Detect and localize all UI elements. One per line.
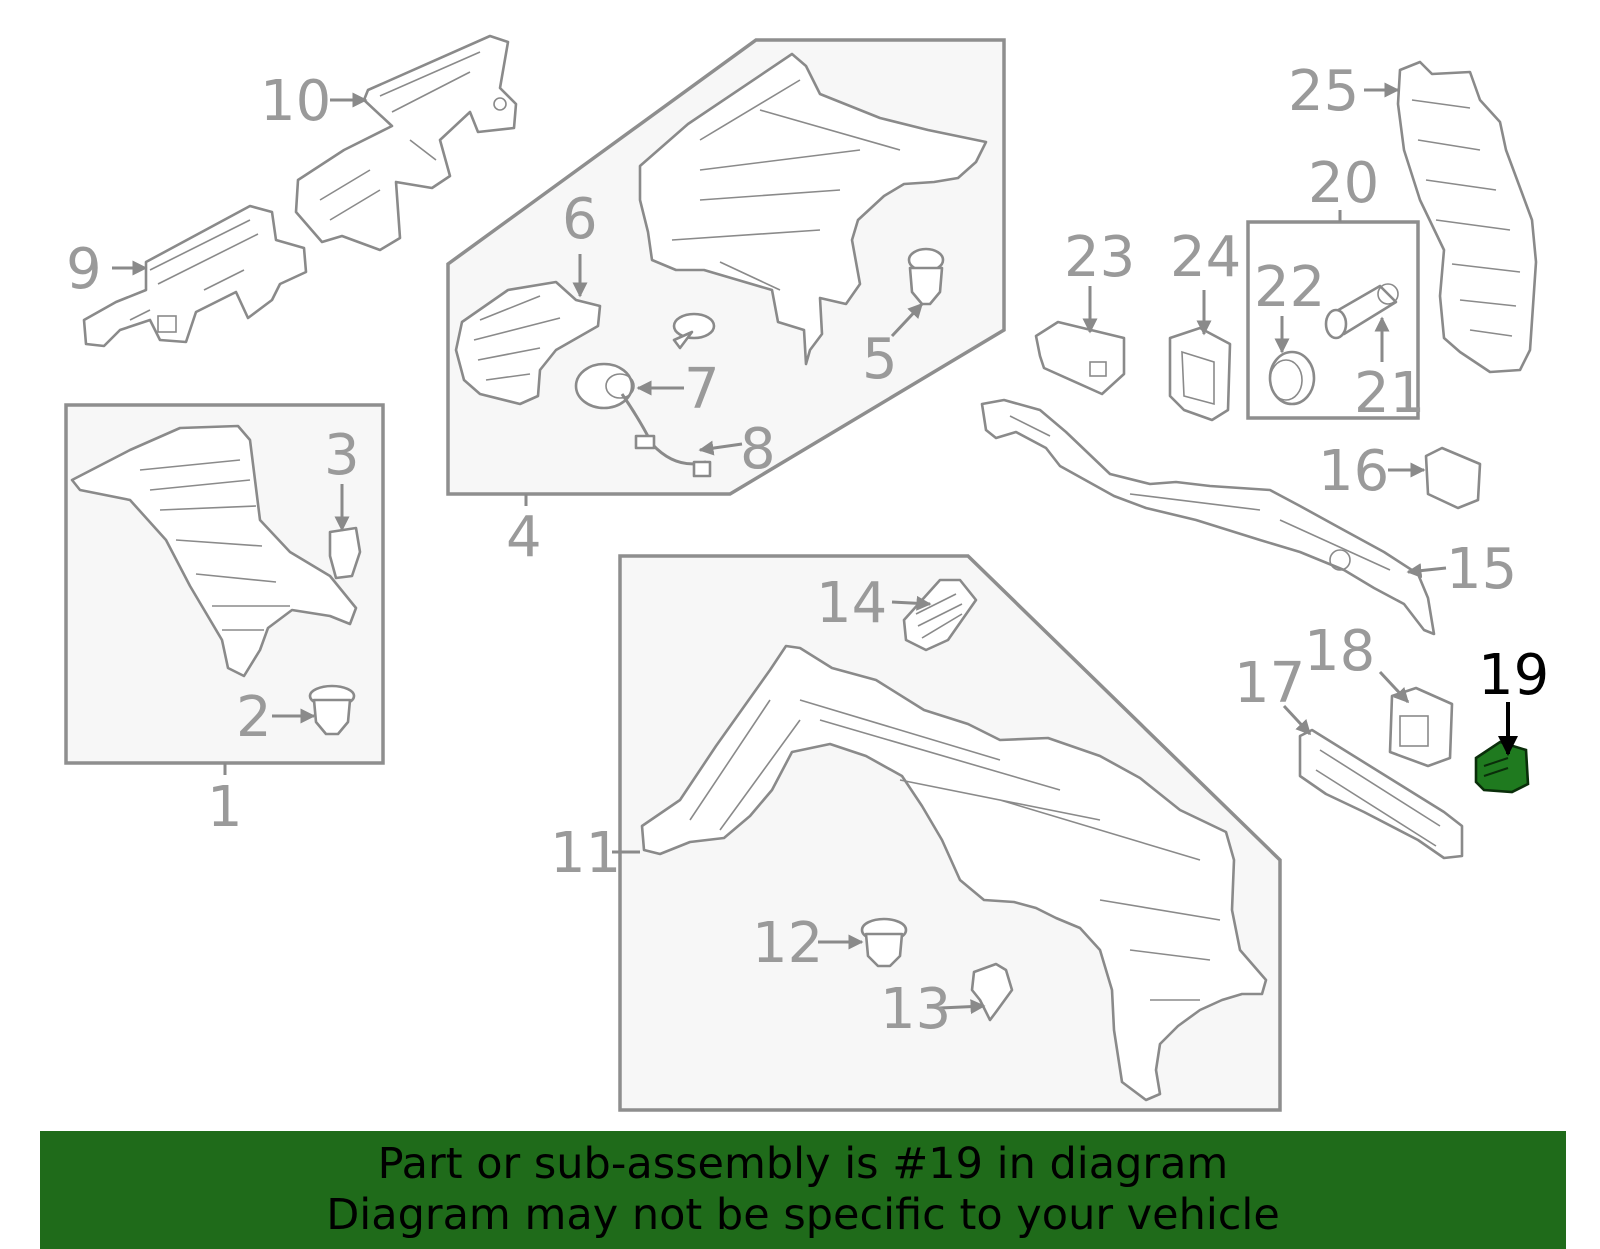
callout-19: 19 xyxy=(1478,643,1549,708)
parts-diagram: 1 2 3 4 5 6 7 8 9 10 11 12 13 14 15 16 1… xyxy=(64,34,1549,1112)
callout-22: 22 xyxy=(1254,255,1325,320)
callout-17: 17 xyxy=(1234,651,1305,716)
part-13-clip xyxy=(970,962,1014,1022)
part-5-clip xyxy=(907,247,945,306)
callout-4: 4 xyxy=(506,505,542,570)
callout-5: 5 xyxy=(862,327,898,392)
callout-20: 20 xyxy=(1308,151,1379,216)
callout-7: 7 xyxy=(684,357,720,422)
callout-14: 14 xyxy=(816,571,887,636)
callout-18: 18 xyxy=(1304,619,1375,684)
part-21-socket xyxy=(1324,283,1399,340)
part-9-bracket xyxy=(82,204,308,348)
callout-8: 8 xyxy=(740,417,776,482)
part-11-wheelhouse xyxy=(640,644,1268,1102)
callout-15: 15 xyxy=(1446,537,1517,602)
info-banner: Part or sub-assembly is #19 in diagram D… xyxy=(40,1131,1566,1249)
part-15-rail xyxy=(980,398,1436,636)
part-24-cover xyxy=(1168,326,1232,422)
part-18-switch xyxy=(1388,686,1454,768)
callout-11: 11 xyxy=(550,821,621,886)
callout-16: 16 xyxy=(1318,439,1389,504)
part-8-harness xyxy=(620,393,712,478)
part-4-housing xyxy=(638,52,988,366)
leader-arrows xyxy=(112,82,1447,1015)
part-16-clip xyxy=(1424,446,1482,510)
part-2-clip xyxy=(308,684,356,736)
banner-line-disclaimer: Diagram may not be specific to your vehi… xyxy=(326,1190,1280,1240)
part-1-trim-panel xyxy=(70,424,358,678)
part-17-bracket xyxy=(1298,728,1464,860)
part-7-grommet xyxy=(574,312,716,410)
part-14-vent xyxy=(902,578,978,652)
part-12-clip xyxy=(860,917,908,968)
callout-2: 2 xyxy=(236,685,272,750)
callout-1: 1 xyxy=(207,775,243,840)
callout-labels: 1 2 3 4 5 6 7 8 9 10 11 12 13 14 15 16 1… xyxy=(66,59,1549,1042)
banner-line-part: Part or sub-assembly is #19 in diagram xyxy=(377,1139,1229,1189)
callout-6: 6 xyxy=(562,187,598,252)
callout-9: 9 xyxy=(66,237,102,302)
part-3-clip xyxy=(328,526,362,580)
part-23-switch xyxy=(1034,320,1126,396)
part-6-bracket xyxy=(454,280,602,406)
part-22-socket xyxy=(1268,350,1316,406)
callout-21: 21 xyxy=(1354,361,1425,426)
callout-12: 12 xyxy=(752,911,823,976)
callout-25: 25 xyxy=(1288,59,1359,124)
part-19-highlighted xyxy=(1474,740,1530,794)
part-25-pillar-trim xyxy=(1396,60,1538,374)
callout-3: 3 xyxy=(324,423,360,488)
callout-13: 13 xyxy=(880,977,951,1042)
part-10-bracket xyxy=(294,34,518,252)
callout-24: 24 xyxy=(1170,225,1241,290)
callout-10: 10 xyxy=(260,69,331,134)
callout-23: 23 xyxy=(1064,225,1135,290)
